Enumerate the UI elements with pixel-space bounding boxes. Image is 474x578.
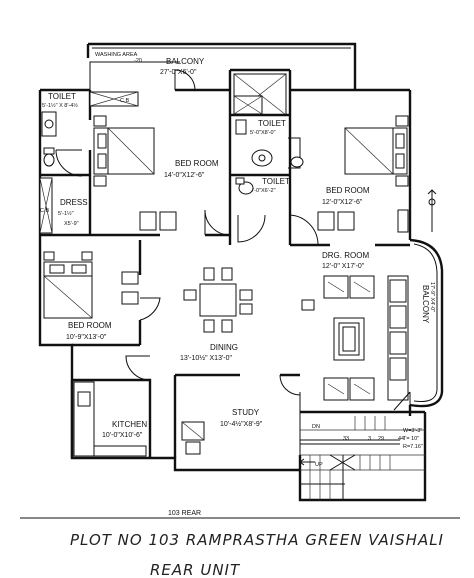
kitchen-counter <box>73 381 95 457</box>
stair-w: W=3'-3" <box>403 428 422 434</box>
bedroom-2-label: BED ROOM <box>326 186 370 195</box>
outer-walls <box>38 42 427 502</box>
study-label: STUDY <box>232 408 260 417</box>
toilet-left-label: TOILET <box>48 92 76 101</box>
dining-dim: 13'-10½" X13'-0" <box>180 354 233 362</box>
study-dim: 10'-4½"X8'-9" <box>220 420 263 428</box>
study: STUDY 10'-4½"X8'-9" <box>173 373 301 458</box>
washbasin-left <box>41 111 57 137</box>
toilet-mid1-dim: 5'-0"X8'-0" <box>250 130 276 136</box>
drawing-room: DRG. ROOM 12'-0" X17'-0" <box>299 251 409 412</box>
middle-toilet-2: TOILET 5'-0"X6'-2" <box>235 177 290 243</box>
stair-n44: 44 <box>398 436 404 442</box>
washing-area-label: WASHING AREA <box>95 52 138 58</box>
bedroom-2: BED ROOM 12'-0"X12'-6" <box>289 115 437 247</box>
bedroom-1-label: BED ROOM <box>175 159 219 168</box>
left-toilet: TOILET 5'-1½" X 8'-4½ <box>40 90 92 178</box>
footer: 103 REAR PLOT NO 103 RAMPRASTHA GREEN VA… <box>20 510 460 578</box>
bedroom-1: BED ROOM 14'-0"X12'-6" <box>40 115 231 237</box>
dress-label: DRESS <box>60 198 88 207</box>
cupboard-top: C.B <box>89 91 139 107</box>
handwritten-address: PLOT NO 103 RAMPRASTHA GREEN VAISHALI <box>70 531 444 549</box>
toilet-mid2-dim: 5'-0"X6'-2" <box>250 188 276 194</box>
unit-number: 103 REAR <box>168 510 201 517</box>
washing-area-dim: -20 <box>134 58 142 64</box>
kitchen: KITCHEN 10'-0"X10'-6" <box>70 355 152 458</box>
bedroom-3-dim: 10'-9"X13'-0" <box>66 334 107 341</box>
balcony-right-label: BALCONY <box>421 285 430 324</box>
wc-left <box>43 153 55 167</box>
cb-top-label: C.B <box>120 98 130 104</box>
dining-area: DINING 13'-10½" X13'-0" <box>180 267 253 362</box>
stair-n29: 29 <box>378 436 384 442</box>
staircase: DN 33 3 29 44 W=3'-3" T= 10" R=7.16" UP <box>299 416 425 500</box>
stair-t: T= 10" <box>403 436 419 442</box>
stair-n3: 3 <box>368 436 371 442</box>
middle-toilet-1: TOILET 5'-0"X8'-0" <box>235 119 304 169</box>
stair-n33: 33 <box>343 436 349 442</box>
top-balcony: WASHING AREA -20 BALCONY 27'-0"X6'-0" <box>89 52 205 91</box>
dress-dim1: 5'-1½" <box>58 210 74 217</box>
cb-left-label: C.B <box>40 208 50 214</box>
wc-mid <box>238 181 254 195</box>
toilet-mid1-label: TOILET <box>258 119 286 128</box>
dress-area: C.B DRESS 5'-1½" X5'-9" <box>39 177 88 234</box>
dining-table <box>199 283 237 317</box>
kitchen-label: KITCHEN <box>112 420 147 429</box>
kitchen-dim: 10'-0"X10'-6" <box>102 432 143 439</box>
toilet-mid2-label: TOILET <box>262 177 290 186</box>
dress-dim2: X5'-9" <box>64 221 79 227</box>
bedroom-3: BED ROOM 10'-9"X13'-0" <box>43 240 161 347</box>
bedroom-3-label: BED ROOM <box>68 321 112 330</box>
handwritten-unit: REAR UNIT <box>150 561 241 578</box>
right-balcony: BALCONY 17'-9" X4'-0" <box>393 238 444 411</box>
balcony-right-dim: 17'-9" X4'-0" <box>429 282 435 312</box>
washbasin-mid <box>251 149 273 167</box>
stair-dn: DN <box>312 424 320 430</box>
balcony-top-label: BALCONY <box>166 57 205 66</box>
drawing-room-label: DRG. ROOM <box>322 251 369 260</box>
drawing-room-dim: 12'-0" X17'-0" <box>322 263 365 270</box>
dining-label: DINING <box>210 343 238 352</box>
stair-r: R=7.16" <box>403 444 423 450</box>
toilet-left-dim: 5'-1½" X 8'-4½ <box>42 102 78 109</box>
central-shaft <box>228 68 292 245</box>
bedroom-1-dim: 14'-0"X12'-6" <box>164 172 205 179</box>
stair-up: UP <box>315 462 323 468</box>
balcony-top-dim: 27'-0"X6'-0" <box>160 69 197 76</box>
bedroom-2-dim: 12'-0"X12'-6" <box>322 199 363 206</box>
